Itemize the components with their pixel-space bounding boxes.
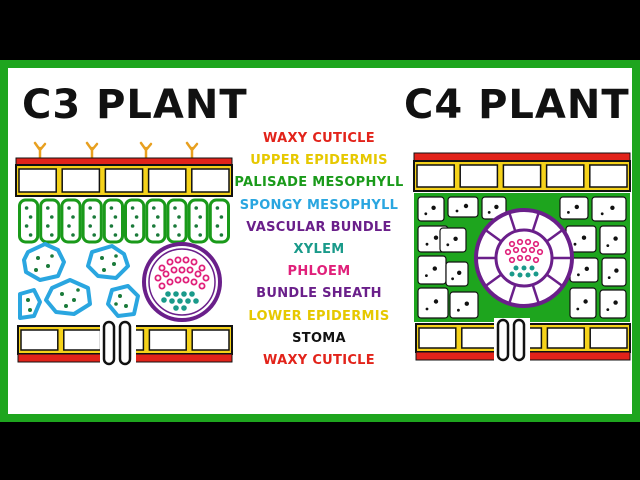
c3-phloem [154, 256, 210, 290]
c4-xylem [509, 265, 539, 278]
legend-item-phloem: PHLOEM [287, 264, 351, 280]
legend-item-bundle-sheath: BUNDLE SHEATH [256, 286, 382, 302]
trichomes [33, 141, 199, 160]
c3-xylem [161, 291, 199, 311]
green-border [0, 60, 640, 422]
c4-leaf-section [413, 152, 631, 362]
c4-vascular-bundle [474, 208, 574, 308]
c3-plant-title: C3 PLANT [22, 82, 248, 128]
c3-leaf-section [15, 141, 233, 366]
c3-palisade-mesophyll [18, 198, 231, 244]
c3-spongy-mesophyll [18, 242, 140, 320]
c3-vascular-bundle [142, 242, 222, 322]
c4-plant-title: C4 PLANT [404, 82, 630, 128]
legend-item-upper-epidermis: UPPER EPIDERMIS [250, 153, 388, 169]
c3-spongy-chloroplasts [26, 254, 128, 312]
c3-upper-epidermis-cells [18, 168, 230, 193]
c4-mesophyll-cells [417, 196, 627, 319]
legend-item-xylem: XYLEM [293, 241, 345, 257]
c3-upper-cuticle [15, 157, 233, 166]
legend-item-lower-epidermis: LOWER EPIDERMIS [248, 308, 390, 324]
legend-item-vascular-bundle: VASCULAR BUNDLE [246, 219, 392, 235]
c3-stoma [100, 320, 136, 366]
legend-item-stoma: STOMA [292, 330, 346, 346]
legend-item-spongy-mesophyll: SPONGY MESOPHYLL [239, 197, 399, 213]
c4-stoma [494, 318, 530, 362]
c4-bundle-sheath-cells [476, 211, 572, 305]
c4-upper-cuticle [413, 152, 631, 162]
c4-phloem [504, 238, 544, 264]
legend-item-palisade-mesophyll: PALISADE MESOPHYLL [234, 175, 404, 191]
legend-item-waxy-cuticle: WAXY CUTICLE [263, 131, 375, 146]
structure-legend: WAXY CUTICLE UPPER EPIDERMIS PALISADE ME… [230, 128, 408, 372]
c4-upper-epidermis-cells [416, 164, 628, 188]
legend-item-waxy-cuticle-lower: WAXY CUTICLE [263, 352, 375, 368]
